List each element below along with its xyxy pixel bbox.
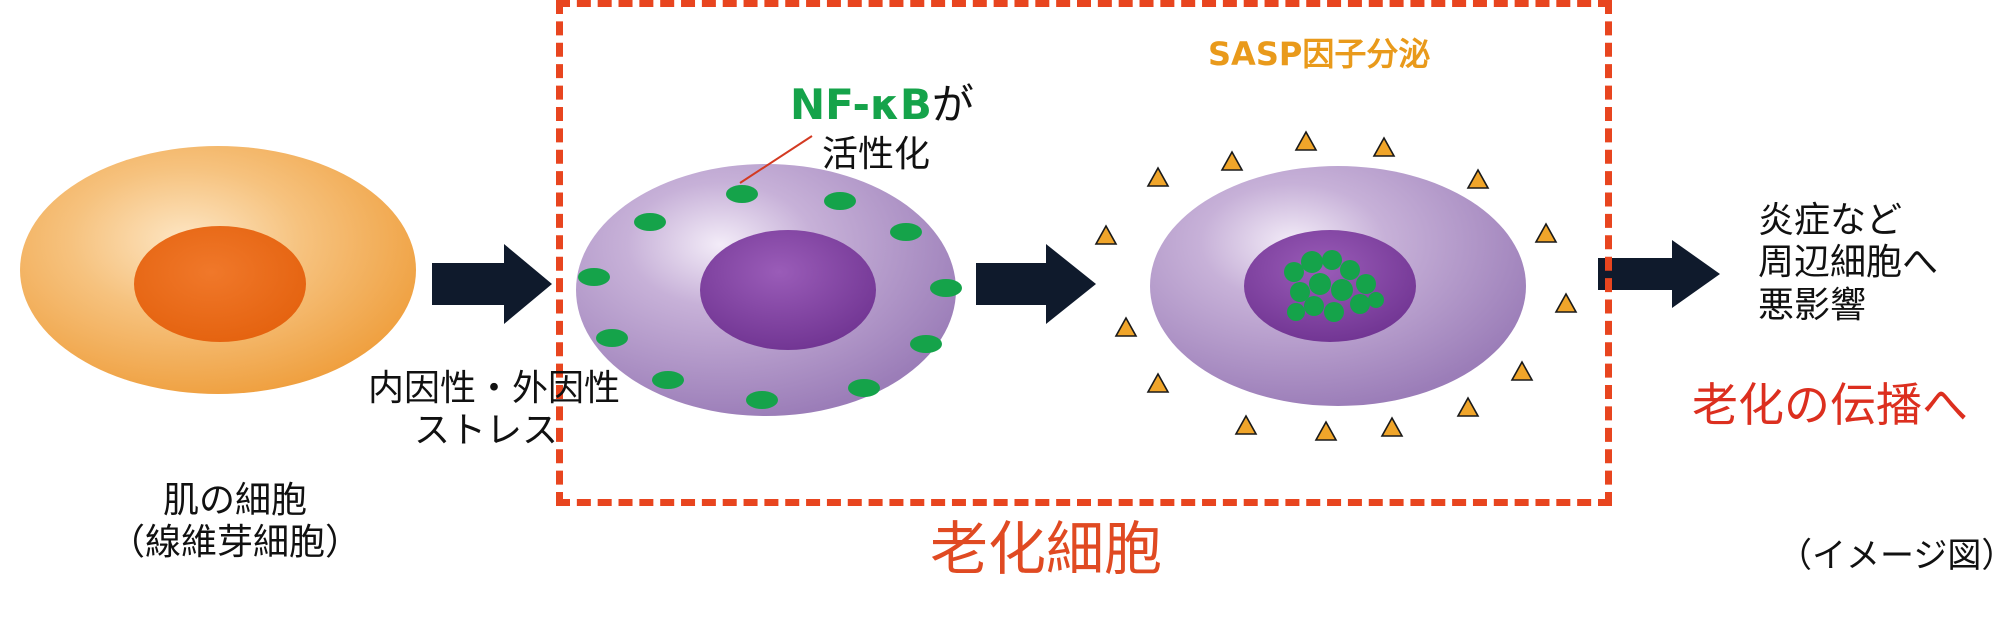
nfkb-label: NF-κBが — [790, 80, 974, 130]
sasp-triangle-icon — [1094, 224, 1118, 245]
sasp-triangle-icon — [1234, 414, 1258, 435]
effect-line-2: 周辺細胞へ — [1758, 242, 1939, 284]
senescent-cell-frame — [556, 0, 1612, 506]
sasp-triangle-icon — [1146, 166, 1170, 187]
sasp-label: SASP因子分泌 — [1208, 35, 1431, 73]
sasp-triangle-icon — [1554, 292, 1578, 313]
nfkb-dot-icon — [890, 223, 922, 241]
nfkb-dot-icon — [578, 268, 610, 286]
nfkb-dots — [578, 185, 962, 409]
nfkb-name: NF-κB — [790, 80, 932, 129]
nfkb-dot-icon — [726, 185, 758, 203]
nuclear-nfkb-cluster — [1284, 250, 1384, 322]
spread-label: 老化の伝播へ — [1692, 378, 1968, 432]
nfkb-dot-icon — [746, 391, 778, 409]
right-arrow-icon — [432, 244, 552, 324]
sasp-triangle-icon — [1294, 130, 1318, 151]
nfkb-dot-icon — [848, 379, 880, 397]
nfkb-callout-line — [739, 135, 813, 184]
right-arrow-icon — [1598, 240, 1720, 308]
sasp-triangle-icon — [1314, 420, 1338, 441]
effect-line-1: 炎症など — [1758, 200, 1903, 241]
sasp-triangle-icon — [1466, 168, 1490, 189]
stress-line-1: 内因性・外因性 — [368, 368, 621, 409]
sasp-factors — [1094, 130, 1578, 441]
sasp-triangle-icon — [1220, 150, 1244, 171]
nfkb-dot-icon — [824, 192, 856, 210]
sasp-triangle-icon — [1146, 372, 1170, 393]
fibroblast-cell — [20, 146, 416, 394]
effects-label: 炎症など 周辺細胞へ 悪影響 — [1758, 200, 1938, 327]
sasp-triangle-icon — [1534, 222, 1558, 243]
sasp-triangle-icon — [1510, 360, 1534, 381]
sasp-triangle-icon — [1372, 136, 1396, 157]
nfkb-dot-icon — [652, 371, 684, 389]
senescent-cell-nfkb — [576, 164, 956, 416]
nfkb-dot-icon — [634, 213, 666, 231]
sasp-triangle-icon — [1380, 416, 1404, 437]
nfkb-suffix: が — [931, 80, 974, 129]
sasp-triangle-icon — [1456, 396, 1480, 417]
stress-label: 内因性・外因性 ストレス — [368, 368, 621, 453]
nfkb-dot-icon — [910, 335, 942, 353]
sasp-triangle-icon — [1114, 316, 1138, 337]
right-arrow-icon — [976, 244, 1096, 324]
effect-line-3: 悪影響 — [1758, 284, 1867, 326]
stress-line-2: ストレス — [413, 410, 558, 452]
nfkb-dot-icon — [596, 329, 628, 347]
image-note-label: （イメージ図） — [1778, 536, 2005, 576]
nfkb-dot-icon — [930, 279, 962, 297]
activation-label: 活性化 — [822, 134, 931, 175]
fibroblast-sublabel: （線維芽細胞） — [108, 522, 361, 564]
senescent-cell-label: 老化細胞 — [930, 515, 1163, 583]
fibroblast-label: 肌の細胞 （線維芽細胞） — [85, 480, 385, 565]
skin-cell-label: 肌の細胞 — [162, 480, 307, 521]
